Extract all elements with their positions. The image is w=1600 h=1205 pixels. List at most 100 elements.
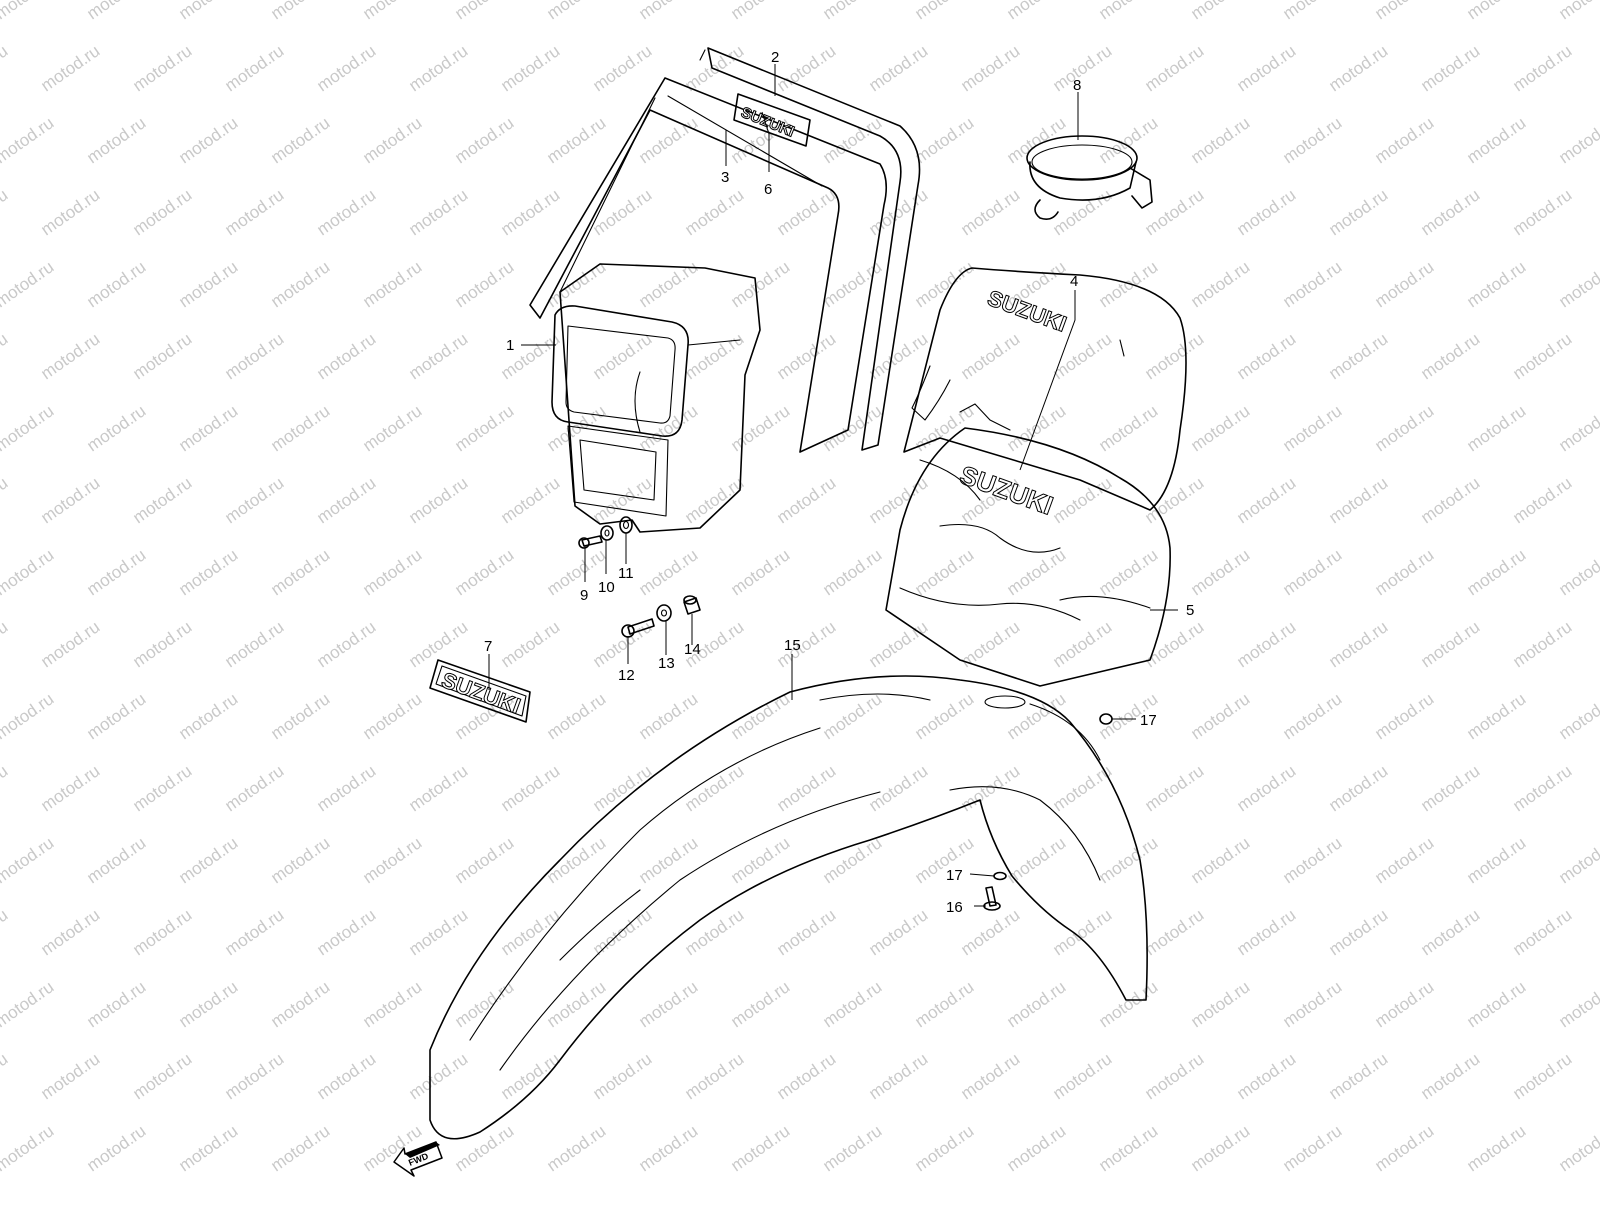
- watermark-text: motod.ru: [1279, 0, 1345, 23]
- watermark-text: motod.ru: [1417, 905, 1483, 959]
- part-2-trim: [699, 47, 921, 451]
- watermark-text: motod.ru: [1509, 185, 1575, 239]
- watermark-text: motod.ru: [819, 0, 885, 23]
- watermark-text: motod.ru: [221, 617, 287, 671]
- watermark-text: motod.ru: [0, 473, 11, 527]
- callout-10: 10: [598, 579, 615, 596]
- watermark-text: motod.ru: [589, 905, 655, 959]
- watermark-text: motod.ru: [267, 545, 333, 599]
- watermark-text: motod.ru: [1187, 257, 1253, 311]
- watermark-text: motod.ru: [1325, 905, 1391, 959]
- watermark-text: motod.ru: [359, 0, 425, 23]
- watermark-text: motod.ru: [1325, 329, 1391, 383]
- callout-3: 3: [721, 169, 729, 186]
- watermark-text: motod.ru: [1509, 41, 1575, 95]
- watermark-text: motod.ru: [405, 761, 471, 815]
- hardware-17-grommet-b: [993, 871, 1007, 881]
- watermark-text: motod.ru: [819, 689, 885, 743]
- watermark-text: motod.ru: [0, 977, 57, 1031]
- watermark-text: motod.ru: [0, 329, 11, 383]
- watermark-text: motod.ru: [727, 977, 793, 1031]
- watermark-text: motod.ru: [1279, 113, 1345, 167]
- watermark-text: motod.ru: [957, 41, 1023, 95]
- watermark-text: motod.ru: [175, 977, 241, 1031]
- watermark-text: motod.ru: [1555, 113, 1600, 167]
- watermark-text: motod.ru: [359, 257, 425, 311]
- watermark-text: motod.ru: [1233, 905, 1299, 959]
- watermark-text: motod.ru: [1371, 0, 1437, 23]
- callout-12: 12: [618, 667, 635, 684]
- watermark-text: motod.ru: [451, 401, 517, 455]
- watermark-text: motod.ru: [497, 1049, 563, 1103]
- watermark-text: motod.ru: [1325, 473, 1391, 527]
- watermark-text: motod.ru: [543, 689, 609, 743]
- watermark-text: motod.ru: [0, 689, 57, 743]
- watermark-text: motod.ru: [129, 473, 195, 527]
- watermark-text: motod.ru: [1095, 1121, 1161, 1175]
- watermark-text: motod.ru: [83, 257, 149, 311]
- watermark-text: motod.ru: [1463, 0, 1529, 23]
- watermark-text: motod.ru: [129, 1049, 195, 1103]
- fwd-arrow: FWD: [393, 1141, 443, 1177]
- watermark-text: motod.ru: [681, 329, 747, 383]
- watermark-text: motod.ru: [37, 329, 103, 383]
- watermark-text: motod.ru: [405, 473, 471, 527]
- watermark-text: motod.ru: [451, 113, 517, 167]
- watermark-text: motod.ru: [451, 0, 517, 23]
- watermark-text: motod.ru: [175, 689, 241, 743]
- watermark-text: motod.ru: [83, 833, 149, 887]
- watermark-text: motod.ru: [957, 329, 1023, 383]
- watermark-text: motod.ru: [221, 329, 287, 383]
- watermark-text: motod.ru: [1095, 977, 1161, 1031]
- watermark-text: motod.ru: [313, 185, 379, 239]
- watermark-text: motod.ru: [129, 185, 195, 239]
- watermark-text: motod.ru: [1003, 977, 1069, 1031]
- watermark-text: motod.ru: [405, 329, 471, 383]
- part-1-headlight-housing: [551, 263, 761, 533]
- watermark-text: motod.ru: [1371, 257, 1437, 311]
- watermark-text: motod.ru: [681, 905, 747, 959]
- watermark-text: motod.ru: [0, 185, 11, 239]
- watermark-text: motod.ru: [359, 833, 425, 887]
- watermark-text: motod.ru: [589, 41, 655, 95]
- watermark-text: motod.ru: [129, 329, 195, 383]
- watermark-text: motod.ru: [1555, 0, 1600, 23]
- callout-7: 7: [484, 638, 492, 655]
- watermark-text: motod.ru: [957, 905, 1023, 959]
- watermark-text: motod.ru: [37, 185, 103, 239]
- watermark-text: motod.ru: [313, 41, 379, 95]
- watermark-text: motod.ru: [589, 329, 655, 383]
- watermark-text: motod.ru: [1279, 401, 1345, 455]
- callout-17-bottom: 17: [946, 867, 963, 884]
- watermark-text: motod.ru: [405, 905, 471, 959]
- watermark-text: motod.ru: [681, 761, 747, 815]
- watermark-text: motod.ru: [313, 473, 379, 527]
- watermark-text: motod.ru: [359, 113, 425, 167]
- watermark-text: motod.ru: [1049, 329, 1115, 383]
- watermark-text: motod.ru: [129, 905, 195, 959]
- hardware-16-bolt: [983, 886, 1001, 911]
- watermark-text: motod.ru: [1187, 977, 1253, 1031]
- watermark-text: motod.ru: [175, 257, 241, 311]
- watermark-text: motod.ru: [1279, 689, 1345, 743]
- watermark-text: motod.ru: [1233, 329, 1299, 383]
- watermark-text: motod.ru: [865, 905, 931, 959]
- watermark-text: motod.ru: [727, 689, 793, 743]
- watermark-text: motod.ru: [0, 761, 11, 815]
- watermark-text: motod.ru: [359, 401, 425, 455]
- watermark-text: motod.ru: [451, 545, 517, 599]
- watermark-text: motod.ru: [1555, 833, 1600, 887]
- part-3-window: [529, 77, 888, 453]
- watermark-text: motod.ru: [1141, 905, 1207, 959]
- watermark-text: motod.ru: [1141, 1049, 1207, 1103]
- watermark-text: motod.ru: [221, 41, 287, 95]
- watermark-text: motod.ru: [1003, 833, 1069, 887]
- part-5-plate-graphic: SUZUKI: [885, 427, 1171, 687]
- watermark-text: motod.ru: [1463, 977, 1529, 1031]
- watermark-text: motod.ru: [819, 1121, 885, 1175]
- watermark-text: motod.ru: [175, 1121, 241, 1175]
- watermark-text: motod.ru: [865, 473, 931, 527]
- watermark-text: motod.ru: [451, 833, 517, 887]
- watermark-text: motod.ru: [1325, 1049, 1391, 1103]
- watermark-text: motod.ru: [175, 545, 241, 599]
